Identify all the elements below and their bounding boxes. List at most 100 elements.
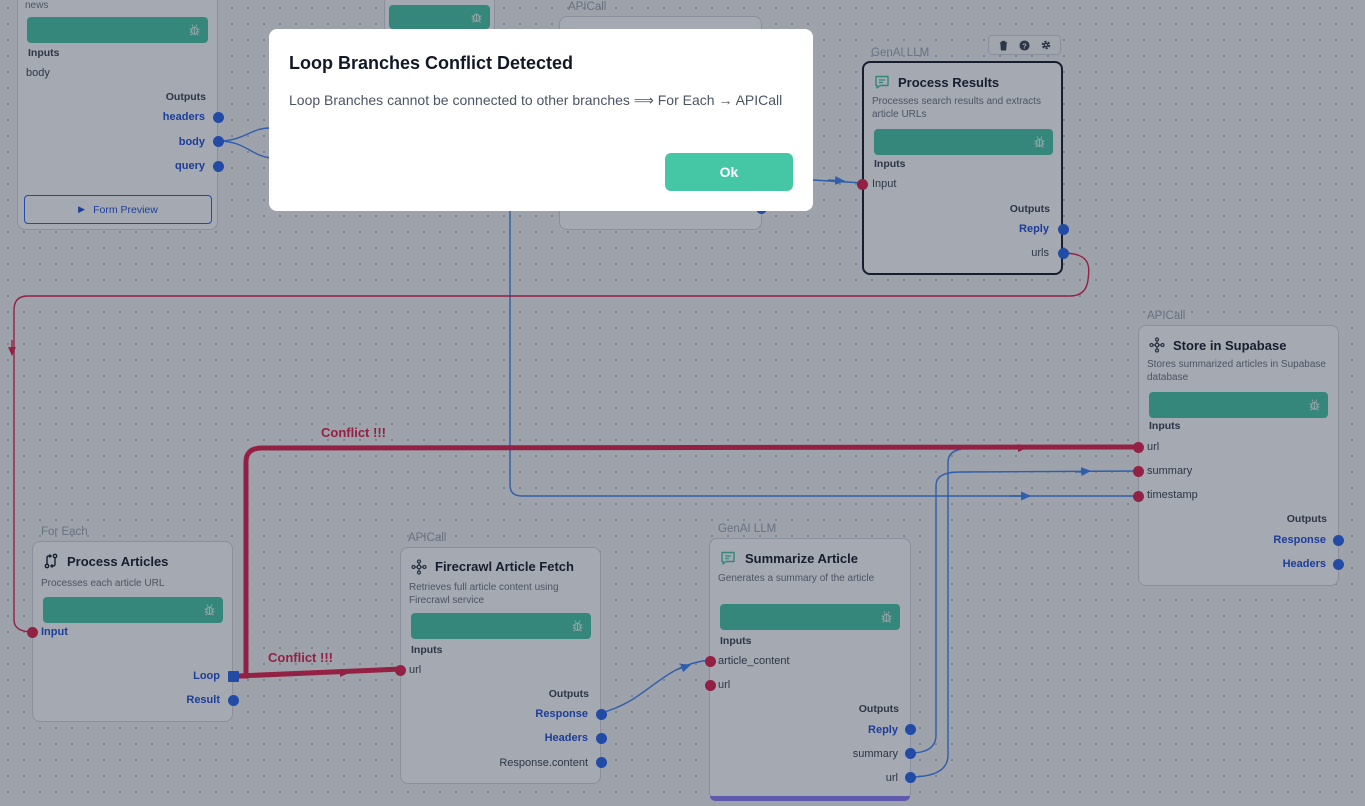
- edge-firecrawl-summarize: [600, 659, 711, 714]
- delete-icon[interactable]: [995, 38, 1012, 52]
- svg-text:?: ?: [1022, 41, 1027, 50]
- store-supabase-input-summary: summary: [1147, 465, 1193, 477]
- api-top-type: APICall: [568, 1, 607, 13]
- firecrawl-desc: Retrieves full article content using Fir…: [409, 582, 559, 606]
- form-node-inputs-label: Inputs: [28, 47, 60, 59]
- network-icon: [1149, 337, 1165, 353]
- process-results-output-urls: urls: [1031, 247, 1049, 259]
- summarize-summary-port[interactable]: [905, 748, 916, 759]
- process-articles-run-bar[interactable]: [43, 597, 223, 623]
- process-articles-title: Process Articles: [67, 554, 169, 569]
- summarize-type: GenAI LLM: [718, 523, 777, 535]
- summarize-node[interactable]: Summarize Article Generates a summary of…: [705, 538, 916, 801]
- store-supabase-input-timestamp: timestamp: [1147, 489, 1198, 501]
- firecrawl-headers-port[interactable]: [596, 733, 607, 744]
- help-icon[interactable]: ?: [1016, 38, 1033, 52]
- bug-icon[interactable]: [470, 10, 483, 23]
- bug-icon[interactable]: [203, 603, 216, 616]
- store-supabase-url-port[interactable]: [1133, 442, 1144, 453]
- store-supabase-timestamp-port[interactable]: [1133, 491, 1144, 502]
- gear-icon[interactable]: [1037, 38, 1054, 52]
- summarize-output-summary: summary: [852, 748, 898, 760]
- firecrawl-run-bar[interactable]: [411, 613, 591, 639]
- process-articles-input-port[interactable]: [27, 627, 38, 638]
- summarize-article-content-port[interactable]: [705, 656, 716, 667]
- summarize-url-port[interactable]: [705, 680, 716, 691]
- store-supabase-run-bar[interactable]: [1149, 392, 1328, 418]
- bug-icon[interactable]: [880, 610, 893, 623]
- form-node[interactable]: news Inputs body Outputs headers body qu…: [17, 0, 224, 230]
- node-toolbar: ?: [988, 35, 1061, 55]
- process-articles-output-result: Result: [186, 694, 220, 706]
- store-supabase-output-response: Response: [1273, 534, 1326, 546]
- store-supabase-title: Store in Supabase: [1173, 338, 1287, 353]
- process-results-run-bar[interactable]: [874, 129, 1053, 155]
- process-results-node[interactable]: Process Results Processes search results…: [857, 61, 1069, 275]
- bug-icon[interactable]: [1308, 398, 1321, 411]
- conflict-edge-to-store: [235, 444, 1142, 679]
- process-articles-result-port[interactable]: [228, 695, 239, 706]
- summarize-title: Summarize Article: [745, 551, 858, 566]
- summarize-running-indicator: [710, 796, 910, 801]
- top-small-node[interactable]: [384, 0, 495, 34]
- process-results-outputs-label: Outputs: [1009, 203, 1050, 215]
- store-supabase-type: APICall: [1147, 310, 1186, 322]
- form-node-partial-text: news: [25, 0, 49, 11]
- store-supabase-node[interactable]: Store in Supabase Stores summarized arti…: [1133, 325, 1344, 586]
- form-preview-button[interactable]: ▶ Form Preview: [24, 195, 212, 224]
- conflict-arrow-2: [340, 669, 349, 677]
- top-small-node-run-bar[interactable]: [389, 5, 490, 29]
- loop-icon: [44, 553, 58, 569]
- summarize-output-reply: Reply: [868, 724, 898, 736]
- process-articles-node[interactable]: Process Articles Processes each article …: [27, 541, 239, 722]
- firecrawl-node[interactable]: Firecrawl Article Fetch Retrieves full a…: [395, 547, 607, 784]
- form-node-run-bar[interactable]: [27, 17, 208, 43]
- form-node-output-query: query: [175, 160, 205, 172]
- firecrawl-input-url: url: [409, 664, 422, 676]
- edge-arrow-2: [827, 175, 846, 185]
- edge-body-out-2: [217, 140, 271, 159]
- process-articles-desc: Processes each article URL: [41, 578, 165, 589]
- bug-icon[interactable]: [571, 619, 584, 632]
- port-body[interactable]: [213, 136, 224, 147]
- summarize-input-url: url: [718, 679, 731, 691]
- summarize-run-bar[interactable]: [720, 604, 900, 630]
- conflict-arrow-1: [1018, 444, 1027, 452]
- process-articles-input-label: Input: [41, 626, 68, 638]
- process-articles-output-loop: Loop: [193, 670, 220, 682]
- form-node-output-body: body: [178, 136, 205, 148]
- process-results-reply-port[interactable]: [1058, 224, 1069, 235]
- summarize-desc: Generates a summary of the article: [718, 573, 875, 584]
- store-supabase-input-url: url: [1147, 441, 1160, 453]
- port-query[interactable]: [213, 161, 224, 172]
- ok-button[interactable]: Ok: [665, 153, 793, 191]
- port-headers[interactable]: [213, 112, 224, 123]
- firecrawl-inputs-label: Inputs: [411, 644, 443, 656]
- store-supabase-response-port[interactable]: [1333, 535, 1344, 546]
- summarize-url-out-port[interactable]: [905, 772, 916, 783]
- firecrawl-url-port[interactable]: [395, 665, 406, 676]
- play-icon: ▶: [78, 204, 86, 214]
- chat-icon: [875, 75, 889, 89]
- summarize-reply-port[interactable]: [905, 724, 916, 735]
- firecrawl-response-port[interactable]: [596, 709, 607, 720]
- summarize-output-url: url: [885, 772, 898, 784]
- process-results-urls-port[interactable]: [1058, 248, 1069, 259]
- process-results-input-label: Input: [872, 178, 897, 190]
- store-supabase-desc: Stores summarized articles in Supabase d…: [1147, 359, 1326, 383]
- process-results-input-port[interactable]: [857, 179, 868, 190]
- store-supabase-headers-port[interactable]: [1333, 559, 1344, 570]
- process-results-output-reply: Reply: [1019, 223, 1049, 235]
- bug-icon[interactable]: [188, 23, 201, 36]
- store-supabase-inputs-label: Inputs: [1149, 420, 1181, 432]
- firecrawl-response-content-port[interactable]: [596, 757, 607, 768]
- form-node-input-value: body: [26, 67, 50, 79]
- process-articles-loop-port[interactable]: [228, 671, 239, 682]
- form-node-outputs-label: Outputs: [165, 91, 206, 103]
- store-supabase-summary-port[interactable]: [1133, 466, 1144, 477]
- summarize-input-article-content: article_content: [718, 655, 790, 667]
- conflict-label-top: Conflict !!!: [321, 425, 386, 440]
- dialog-title: Loop Branches Conflict Detected: [289, 53, 574, 73]
- bug-icon[interactable]: [1033, 135, 1046, 148]
